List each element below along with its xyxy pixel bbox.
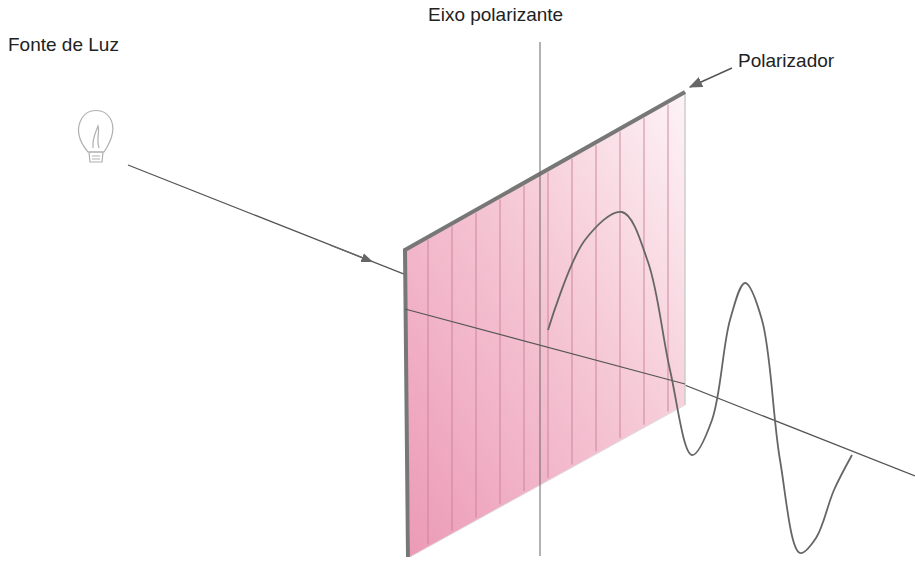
polarizer-sheet (405, 92, 685, 557)
slit-line (644, 118, 645, 425)
light-ray (405, 309, 685, 384)
polarized-wave (548, 212, 852, 553)
label-text: Eixo polarizante (428, 4, 563, 27)
leader-arrow (690, 68, 732, 87)
label-text: Fonte de Luz (8, 34, 119, 57)
polarizer-edge (410, 405, 685, 557)
label-text: Polarizador (738, 50, 834, 73)
slit-line (500, 199, 501, 504)
polarizing-axis (540, 42, 541, 556)
polarizer-edge (684, 92, 686, 405)
polarizer-frame (405, 92, 685, 557)
slit-line (524, 186, 525, 491)
ray-arrow (330, 245, 372, 262)
slit-line (428, 240, 429, 544)
slit-line (548, 172, 549, 477)
light-bulb (79, 111, 113, 163)
slit-line (596, 145, 597, 451)
slit-line (476, 213, 477, 518)
slit-line (620, 132, 621, 438)
slit-line (452, 226, 453, 530)
slit-line (572, 159, 573, 465)
